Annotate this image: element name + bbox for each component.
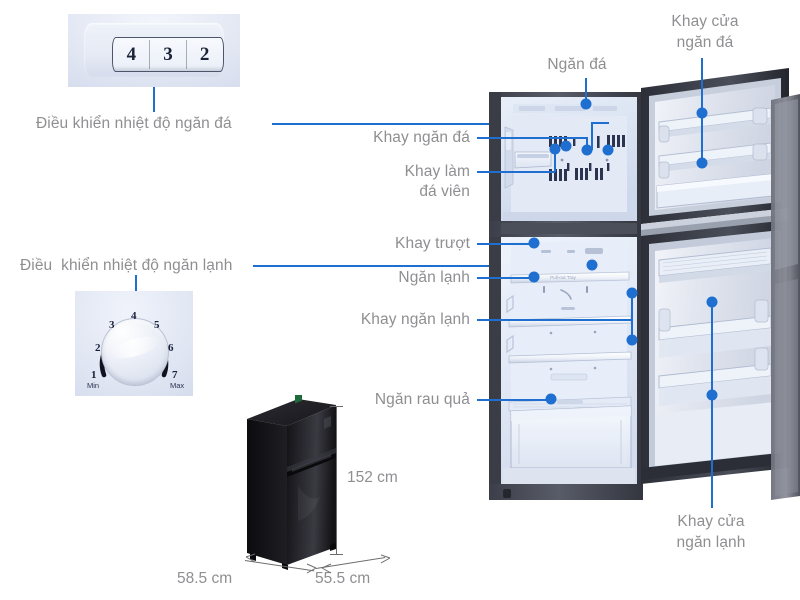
leader-vegetable-drawer	[477, 399, 549, 401]
marker-ice-tray-secondary	[560, 140, 572, 152]
dial-number-7: 7	[172, 369, 178, 381]
leader-freezer-door-shelf	[701, 58, 703, 146]
svg-text:Pull-out Tray: Pull-out Tray	[550, 275, 576, 280]
leader-freezer-compartment	[585, 78, 587, 100]
marker-fridge-shelf-upper	[626, 287, 638, 299]
freezer-digit-1: 4	[126, 43, 137, 65]
dial-max-label: Max	[170, 381, 185, 390]
marker-vegetable-drawer	[545, 393, 557, 405]
leader-fridge-shelf-vertical	[631, 295, 633, 320]
dial-number-3: 3	[109, 319, 115, 331]
freezer-digit-3: 2	[199, 43, 210, 65]
leader-sliding-shelf	[477, 243, 531, 245]
dial-number-5: 5	[154, 319, 160, 331]
marker-sliding-shelf	[528, 237, 540, 249]
marker-freezer-shelf	[581, 144, 593, 156]
fridge-control-inset: 1 2 3 4 5 6 7 Min Max	[75, 291, 193, 396]
leader-ice-tray-vertical	[554, 150, 556, 172]
label-ice-tray-line2: đá viên	[419, 183, 470, 200]
leader-fridge-control-vertical	[135, 275, 137, 297]
label-cooling-compartment: Ngăn lạnh	[398, 269, 470, 286]
marker-freezer-control-point	[602, 144, 614, 156]
leader-fridge-shelf-vertical-2	[631, 319, 633, 341]
freezer-control-bezel: 4 3 2	[84, 23, 224, 77]
leader-freezer-door-shelf-2	[701, 113, 703, 165]
refrigerator-cutaway-image: Pull-out Tray	[489, 64, 800, 500]
refrigerator-svg: Pull-out Tray	[489, 68, 800, 500]
refrigerator-thumbnail	[236, 390, 346, 570]
label-freezer-shelf: Khay ngăn đá	[373, 129, 470, 146]
leader-ice-tray-horizontal	[477, 171, 555, 173]
leader-freezer-control-vertical	[153, 87, 155, 112]
dial-number-4: 4	[131, 310, 137, 322]
dimension-height-value: 152 cm	[347, 469, 398, 486]
label-sliding-shelf: Khay trượt	[395, 235, 470, 252]
leader-freezer-control-branch	[591, 123, 593, 150]
leader-cooling-compartment	[477, 277, 531, 279]
refrigerator-thumbnail-svg	[247, 390, 336, 570]
marker-ice-tray	[549, 143, 561, 155]
dimension-height-line	[336, 406, 337, 554]
dimension-height-tick-top	[330, 406, 343, 407]
leader-freezer-control-horizontal	[272, 123, 592, 125]
label-freezer-door-shelf-line2: ngăn đá	[676, 34, 734, 51]
dial-number-1: 1	[91, 369, 97, 381]
dial-number-2: 2	[95, 342, 101, 354]
leader-freezer-shelf-horizontal	[477, 137, 587, 139]
label-ice-tray-line1: Khay làm	[404, 163, 470, 180]
marker-fridge-control-point	[586, 259, 598, 271]
leader-fridge-shelf-horizontal	[477, 319, 632, 321]
label-freezer-compartment: Ngăn đá	[547, 56, 607, 73]
label-fridge-shelf: Khay ngăn lạnh	[360, 311, 470, 328]
dimension-depth-value: 55.5 cm	[315, 570, 371, 587]
dimension-arrowheads	[245, 553, 391, 574]
marker-cooling-compartment	[528, 271, 540, 283]
label-freezer-door-shelf-line1: Khay cửa	[671, 13, 739, 30]
label-fridge-door-shelf-line2: ngăn lạnh	[676, 534, 746, 551]
leader-fridge-control-horizontal	[253, 265, 592, 267]
fridge-temp-dial-knob[interactable]	[101, 318, 169, 386]
leader-fridge-door-shelf	[711, 302, 713, 508]
freezer-control-inset: 4 3 2	[68, 14, 240, 87]
dial-number-6: 6	[168, 342, 174, 354]
leader-freezer-control-branch-h	[591, 122, 609, 124]
label-vegetable-drawer: Ngăn rau quả	[374, 391, 470, 408]
label-freezer-temp-control: Điều khiển nhiệt độ ngăn đá	[36, 115, 232, 132]
marker-freezer-compartment	[580, 98, 592, 110]
dimension-width-value: 58.5 cm	[177, 570, 233, 587]
label-fridge-door-shelf-line1: Khay cửa	[677, 513, 745, 530]
dial-min-label: Min	[87, 381, 100, 390]
leader-freezer-shelf-vertical	[586, 137, 588, 149]
label-fridge-temp-control: Điều khiển nhiệt độ ngăn lạnh	[20, 257, 233, 274]
freezer-control-window[interactable]: 4 3 2	[112, 37, 224, 72]
dimension-height-tick-bottom	[330, 554, 343, 555]
freezer-digit-2: 3	[163, 43, 173, 65]
